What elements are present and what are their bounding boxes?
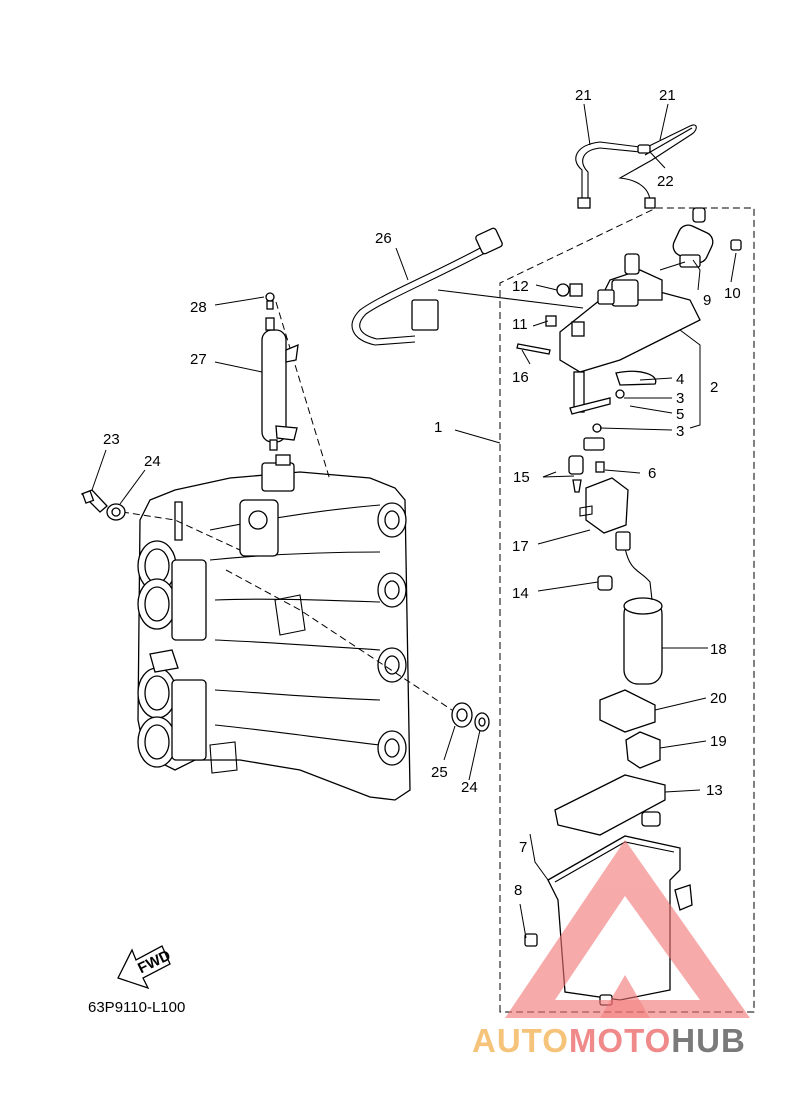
callout-13: 13	[706, 782, 723, 799]
callout-22: 22	[657, 173, 674, 190]
callout-20: 20	[710, 690, 727, 707]
callout-6: 6	[648, 465, 656, 482]
forward-direction-arrow: FWD	[117, 945, 174, 990]
watermark-triangle	[505, 840, 750, 1018]
callout-24a: 24	[144, 453, 161, 470]
callout-4: 4	[676, 371, 684, 388]
callout-3a: 3	[676, 390, 684, 407]
gasket	[554, 774, 666, 836]
callout-5: 5	[676, 406, 684, 423]
callout-10: 10	[724, 285, 741, 302]
fuel-pump	[597, 531, 663, 685]
callout-16: 16	[512, 369, 529, 386]
bolt-washer-left	[80, 489, 126, 521]
callout-27: 27	[190, 351, 207, 368]
dash-connector	[225, 569, 456, 713]
vapor-separator-cover	[516, 253, 701, 451]
leader-lines	[91, 103, 737, 939]
fuel-hoses	[575, 124, 697, 209]
callout-19: 19	[710, 733, 727, 750]
intake-manifold	[137, 454, 411, 801]
callout-14: 14	[512, 585, 529, 602]
callout-21a: 21	[575, 87, 592, 104]
callout-18: 18	[710, 641, 727, 658]
callout-24b: 24	[461, 779, 478, 796]
watermark-text: AUTOMOTOHUB	[472, 1022, 746, 1059]
solenoid-parts	[568, 455, 605, 493]
watermark-hub: HUB	[671, 1022, 746, 1059]
callout-11: 11	[512, 316, 528, 333]
callout-9: 9	[703, 292, 711, 309]
callout-3b: 3	[676, 423, 684, 440]
assembly-boundary	[499, 207, 755, 1013]
watermark-auto: AUTO	[472, 1022, 569, 1059]
fuel-rail	[261, 292, 299, 451]
callout-28: 28	[190, 299, 207, 316]
watermark-logo	[505, 840, 750, 1018]
callout-15: 15	[513, 469, 530, 486]
callout-25: 25	[431, 764, 448, 781]
callout-12: 12	[512, 278, 529, 295]
dash-connector	[275, 301, 331, 481]
pump-bracket	[599, 689, 661, 769]
callout-1: 1	[434, 419, 442, 436]
callout-2: 2	[710, 379, 718, 396]
callout-23: 23	[103, 431, 120, 448]
callout-26: 26	[375, 230, 392, 247]
callout-7: 7	[519, 839, 527, 856]
pressure-regulator	[659, 207, 742, 271]
callout-21b: 21	[659, 87, 676, 104]
watermark-moto: MOTO	[569, 1022, 671, 1059]
grommet-washer	[451, 702, 490, 732]
wiring-harness	[351, 227, 584, 346]
dash-connector	[121, 511, 241, 551]
callout-17: 17	[512, 538, 529, 555]
diagram-code: 63P9110-L100	[88, 999, 185, 1016]
filter-body	[579, 477, 629, 534]
callout-8: 8	[514, 882, 522, 899]
